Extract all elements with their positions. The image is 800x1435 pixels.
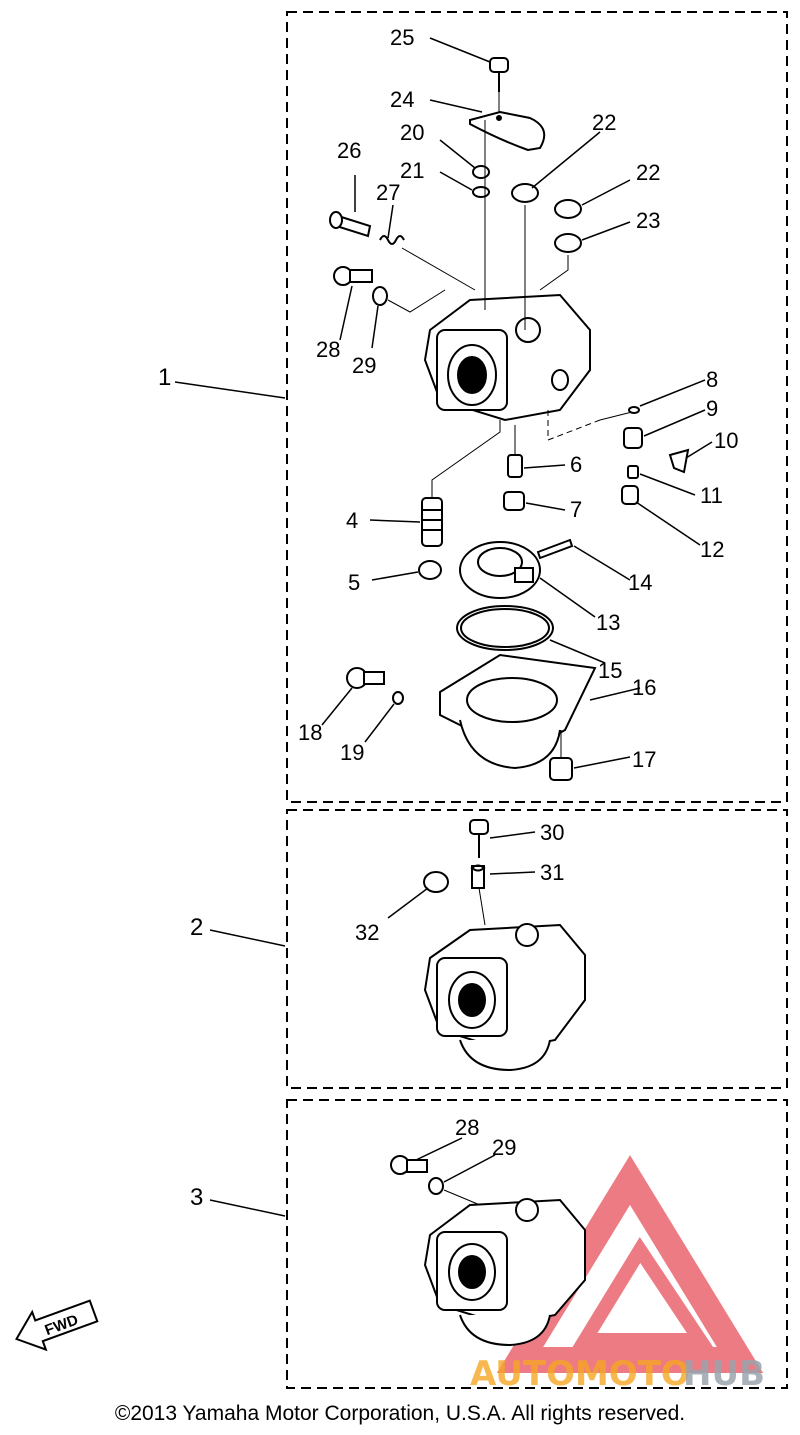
callout-25: 25 — [390, 25, 414, 50]
section-box-2 — [286, 809, 788, 1089]
callout-12: 12 — [700, 537, 724, 562]
callout-23: 23 — [636, 208, 660, 233]
watermark-text-part1: AUTOMOTO — [470, 1354, 690, 1394]
section-number-2: 2 — [190, 914, 203, 941]
callouts-section-2: 30 31 32 — [355, 820, 564, 945]
callout-15: 15 — [598, 658, 622, 683]
callout-21: 21 — [400, 158, 424, 183]
callout-11: 11 — [700, 483, 723, 508]
callout-6: 6 — [570, 452, 582, 477]
callout-28: 28 — [316, 337, 340, 362]
callout-27: 27 — [376, 180, 400, 205]
callout-32: 32 — [355, 920, 379, 945]
callouts-section-3: 28 29 — [455, 1115, 516, 1160]
callout-4: 4 — [346, 508, 358, 533]
callout-13: 13 — [596, 610, 620, 635]
callout-9: 9 — [706, 396, 718, 421]
callout-16: 16 — [632, 675, 656, 700]
callout-18: 18 — [298, 720, 322, 745]
callout-26: 26 — [337, 138, 361, 163]
callout-19: 19 — [340, 740, 364, 765]
callouts-section-1: 25 24 20 21 22 22 23 26 27 28 29 8 9 10 … — [298, 25, 738, 772]
copyright-notice: ©2013 Yamaha Motor Corporation, U.S.A. A… — [114, 1402, 686, 1425]
callout-14: 14 — [628, 570, 652, 595]
callout-24: 24 — [390, 87, 414, 112]
callout-5: 5 — [348, 570, 360, 595]
callout-7: 7 — [570, 497, 582, 522]
callout-28-section3: 28 — [455, 1115, 479, 1140]
watermark-text-part2: HUB — [683, 1354, 765, 1394]
callout-8: 8 — [706, 367, 718, 392]
callout-29-section3: 29 — [492, 1135, 516, 1160]
section-box-3 — [286, 1099, 788, 1389]
callout-22-top: 22 — [592, 110, 616, 135]
carburetor-assembly-2 — [423, 819, 586, 1072]
section-number-1: 1 — [158, 364, 171, 391]
fwd-arrow-icon: FWD — [15, 1299, 99, 1352]
section-box-1 — [286, 11, 788, 803]
callout-leaders-1 — [321, 37, 713, 769]
carburetor-assembly-3 — [390, 1155, 586, 1347]
callout-29: 29 — [352, 353, 376, 378]
section-number-3: 3 — [190, 1184, 203, 1211]
callout-20: 20 — [400, 120, 424, 145]
callout-31: 31 — [540, 860, 564, 885]
callout-10: 10 — [714, 428, 738, 453]
callout-22-right: 22 — [636, 160, 660, 185]
callout-17: 17 — [632, 747, 656, 772]
carburetor-exploded-assembly — [329, 57, 690, 781]
callout-30: 30 — [540, 820, 564, 845]
